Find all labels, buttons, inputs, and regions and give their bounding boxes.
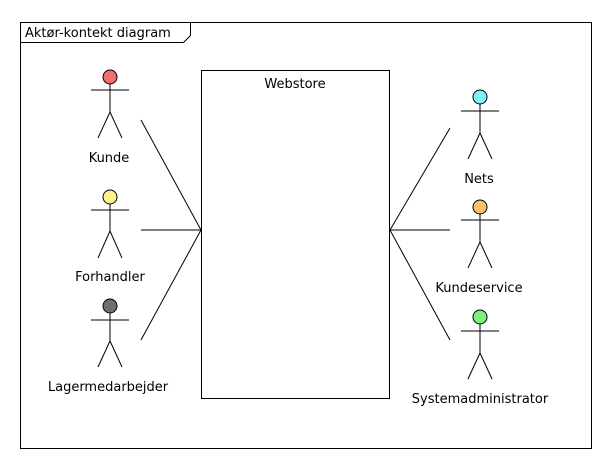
actor-label-lagermedarbejder: Lagermedarbejder	[48, 380, 169, 395]
actor-lagermedarbejder: Lagermedarbejder	[48, 298, 169, 395]
actor-kundeservice: Kundeservice	[435, 199, 523, 296]
actor-head-nets	[472, 89, 488, 105]
actor-nets: Nets	[461, 89, 499, 187]
actor-forhandler: Forhandler	[75, 189, 146, 285]
actor-head-kunde	[102, 69, 118, 85]
association-nets	[389, 127, 451, 231]
actor-head-kundeservice	[472, 199, 488, 215]
association-lagermedarbejder	[140, 229, 202, 341]
actor-kunde: Kunde	[89, 69, 130, 166]
actor-label-forhandler: Forhandler	[75, 270, 145, 285]
association-kunde	[140, 119, 202, 231]
diagram-frame	[20, 22, 592, 449]
actor-label-kunde: Kunde	[89, 151, 130, 166]
associations	[140, 119, 451, 341]
actor-systemadministrator: Systemadministrator	[412, 309, 549, 407]
frame-title: Aktør-kontekt diagram	[25, 26, 171, 41]
association-systemadministrator	[389, 229, 451, 341]
system-boundary-webstore	[201, 70, 390, 399]
actor-head-forhandler	[102, 189, 118, 205]
actor-label-kundeservice: Kundeservice	[435, 281, 522, 296]
actor-head-lagermedarbejder	[102, 298, 118, 314]
actor-label-systemadministrator: Systemadministrator	[412, 392, 549, 407]
actor-head-systemadministrator	[472, 309, 488, 325]
frame-title-tab	[20, 22, 191, 43]
actor-label-nets: Nets	[464, 172, 494, 187]
system-label: Webstore	[264, 77, 325, 92]
